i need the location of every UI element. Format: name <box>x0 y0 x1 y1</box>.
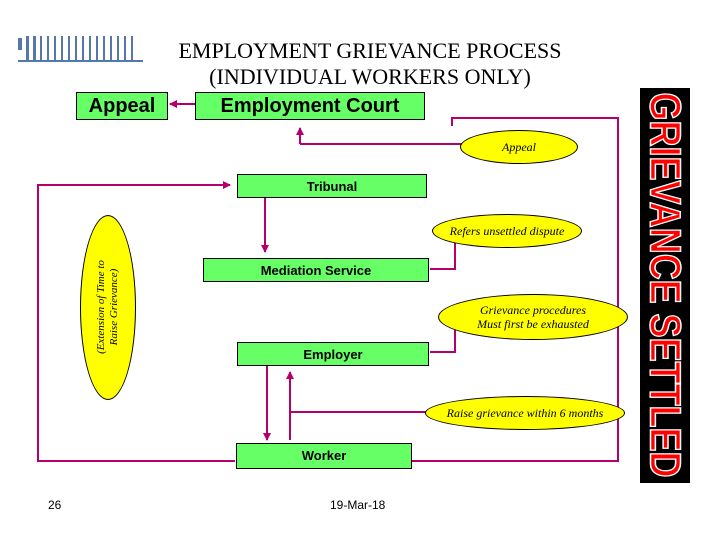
worker-box: Worker <box>236 443 412 469</box>
appeal-box-label: Appeal <box>88 95 156 117</box>
worker-to-tribunal-loop <box>37 181 235 462</box>
mediation-employer-loop <box>430 232 456 270</box>
extension-label-line-1: (Extension of Time to <box>95 260 107 354</box>
tribunal-box: Tribunal <box>237 174 427 198</box>
title-line-1: EMPLOYMENT GRIEVANCE PROCESS <box>178 38 562 63</box>
procedures-ellipse: Grievance procedures Must first be exhau… <box>438 294 628 340</box>
employment-court-box: Employment Court <box>195 92 425 120</box>
title-line-2: (INDIVIDUAL WORKERS ONLY) <box>209 64 531 89</box>
mediation-service-label: Mediation Service <box>260 263 372 278</box>
decorative-bars <box>18 36 143 62</box>
raise-grievance-ellipse: Raise grievance within 6 months <box>425 396 625 430</box>
procedures-line-2: Must first be exhausted <box>477 317 589 331</box>
grievance-settled-banner: GRIEVANCE SETTLED <box>640 88 690 483</box>
page-title: EMPLOYMENT GRIEVANCE PROCESS (INDIVIDUAL… <box>140 38 600 90</box>
appeal-ellipse: Appeal <box>460 130 578 164</box>
extension-ellipse <box>80 215 136 400</box>
appeal-ellipse-label: Appeal <box>502 140 536 154</box>
mediation-service-box: Mediation Service <box>203 258 429 282</box>
extension-label-line-2: Raise Grievance) <box>108 268 120 346</box>
employment-court-label: Employment Court <box>220 95 400 117</box>
worker-label: Worker <box>301 448 347 463</box>
tribunal-label: Tribunal <box>306 179 358 194</box>
worker-to-court-loop <box>412 117 619 462</box>
grievance-settled-text: GRIEVANCE SETTLED <box>641 93 690 478</box>
procedures-line-1: Grievance procedures <box>479 303 587 317</box>
refers-ellipse: Refers unsettled dispute <box>432 214 582 248</box>
employer-label: Employer <box>303 347 363 362</box>
appeal-box: Appeal <box>76 92 168 120</box>
page-number: 26 <box>48 498 62 512</box>
refers-label: Refers unsettled dispute <box>449 224 565 238</box>
employer-box: Employer <box>237 342 429 366</box>
raise-grievance-label: Raise grievance within 6 months <box>446 406 604 420</box>
extension-label: (Extension of Time to Raise Grievance) <box>95 217 121 397</box>
footer-date: 19-Mar-18 <box>330 498 386 512</box>
